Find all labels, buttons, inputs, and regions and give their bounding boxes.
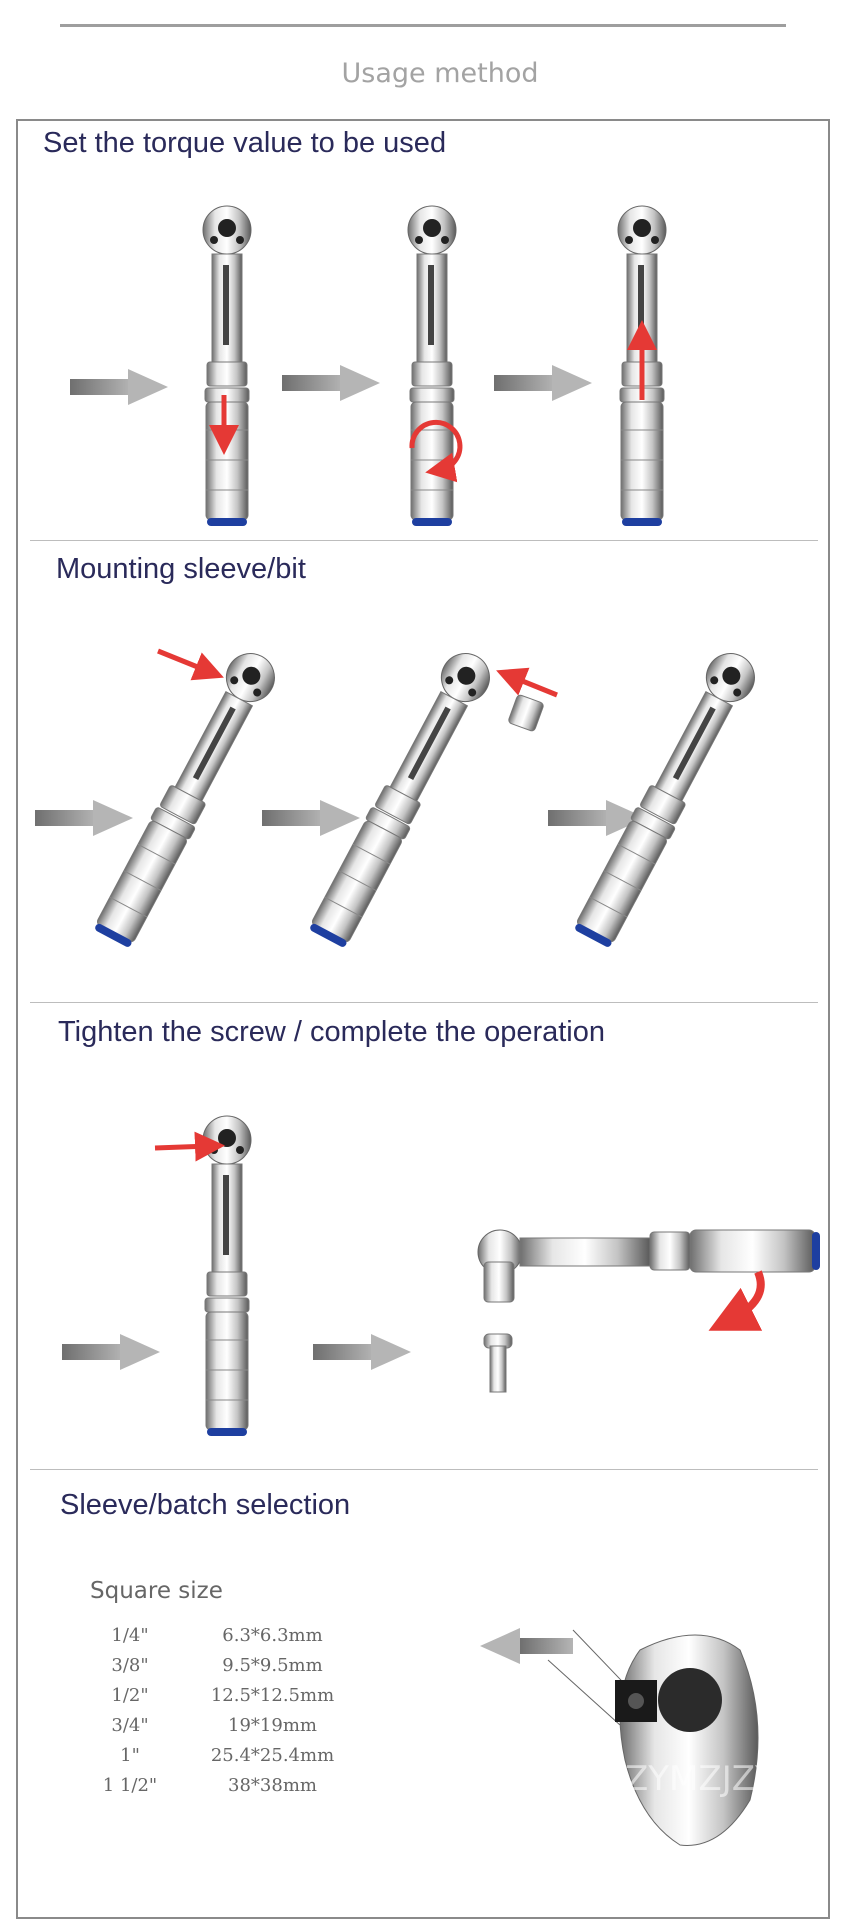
section-divider	[30, 1469, 818, 1470]
section-title-tighten: Tighten the screw / complete the operati…	[58, 1016, 606, 1048]
size-cell: 1/4"	[111, 1624, 149, 1646]
section-title-selection: Sleeve/batch selection	[60, 1489, 351, 1521]
table-row: 1/2" 12.5*12.5mm	[70, 1680, 355, 1710]
dimension-cell: 19*19mm	[228, 1714, 317, 1736]
section-title-torque: Set the torque value to be used	[43, 127, 447, 159]
socket-icon	[508, 694, 544, 732]
table-row: 3/8" 9.5*9.5mm	[70, 1650, 355, 1680]
dimension-cell: 25.4*25.4mm	[210, 1744, 335, 1766]
dimension-cell: 9.5*9.5mm	[222, 1654, 323, 1676]
dimension-cell: 6.3*6.3mm	[222, 1624, 323, 1646]
table-row: 1 1/2" 38*38mm	[70, 1770, 355, 1800]
section-title-mounting: Mounting sleeve/bit	[56, 553, 306, 585]
top-rule	[60, 24, 786, 27]
size-cell: 3/8"	[111, 1654, 149, 1676]
gray-arrow-left-icon	[480, 1628, 573, 1664]
table-row: 3/4" 19*19mm	[70, 1710, 355, 1740]
screw-icon	[483, 1333, 513, 1393]
watermark-text: ZYMZJZYM	[625, 1759, 805, 1799]
table-row: 1" 25.4*25.4mm	[70, 1740, 355, 1770]
page-heading: Usage method	[341, 58, 539, 89]
wrench-horizontal-icon	[477, 1229, 820, 1303]
pointer-arrow-icon	[496, 667, 558, 698]
size-cell: 1/2"	[111, 1684, 149, 1706]
table-row: 1/4" 6.3*6.3mm	[70, 1620, 355, 1650]
dimension-cell: 12.5*12.5mm	[210, 1684, 335, 1706]
pointer-arrow-icon	[154, 1131, 225, 1162]
size-cell: 1 1/2"	[102, 1774, 158, 1796]
section-divider	[30, 1002, 818, 1003]
size-cell: 1"	[120, 1744, 140, 1766]
square-size-table: 1/4" 6.3*6.3mm 3/8" 9.5*9.5mm 1/2" 12.5*12.…	[70, 1620, 355, 1800]
rotate-arrow-icon	[708, 1270, 765, 1331]
square-size-label: Square size	[90, 1578, 223, 1604]
size-cell: 3/4"	[111, 1714, 149, 1736]
pointer-arrow-icon	[157, 648, 224, 681]
rotate-arrow-icon	[409, 419, 463, 483]
section-divider	[30, 540, 818, 541]
wrench-head-closeup-icon	[615, 1634, 759, 1846]
dimension-cell: 38*38mm	[228, 1774, 317, 1796]
leader-line	[547, 1659, 621, 1726]
